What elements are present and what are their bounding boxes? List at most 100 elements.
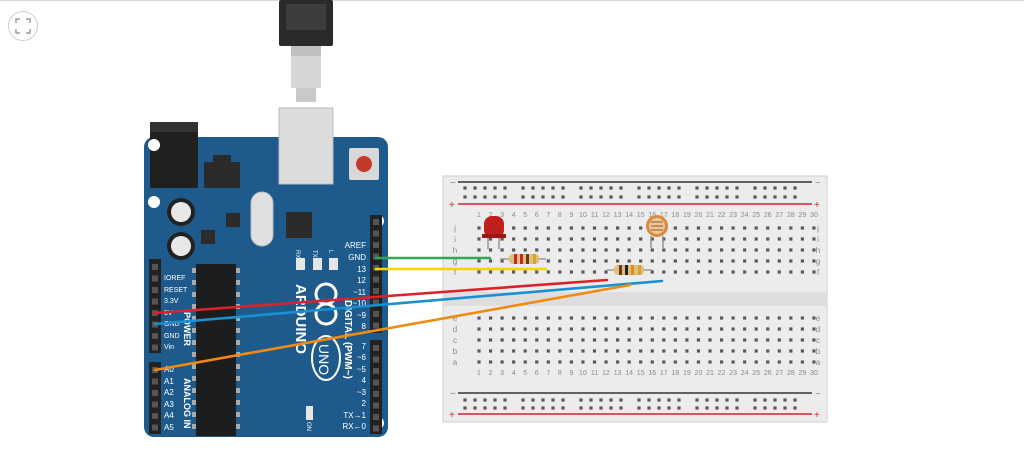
fullscreen-button[interactable]: [8, 11, 38, 41]
breadboard-hole[interactable]: [535, 338, 539, 342]
rail-hole[interactable]: [609, 186, 613, 190]
breadboard-hole[interactable]: [719, 338, 724, 342]
breadboard-hole[interactable]: [546, 259, 550, 263]
header-pin[interactable]: [373, 230, 379, 237]
rail-hole[interactable]: [647, 406, 651, 410]
rail-hole[interactable]: [647, 195, 651, 199]
breadboard-hole[interactable]: [639, 338, 643, 342]
breadboard-hole[interactable]: [592, 349, 597, 353]
breadboard-hole[interactable]: [604, 360, 608, 364]
rail-hole[interactable]: [561, 195, 565, 199]
rail-hole[interactable]: [463, 186, 467, 190]
rail-hole[interactable]: [531, 398, 535, 402]
breadboard-hole[interactable]: [812, 270, 816, 274]
photoresistor[interactable]: [646, 215, 668, 248]
breadboard-hole[interactable]: [535, 360, 539, 364]
rail-hole[interactable]: [473, 398, 477, 402]
breadboard-hole[interactable]: [743, 248, 747, 252]
rail-hole[interactable]: [521, 406, 525, 410]
rail-hole[interactable]: [657, 406, 661, 410]
breadboard-hole[interactable]: [766, 248, 770, 252]
rail-hole[interactable]: [637, 406, 641, 410]
rail-hole[interactable]: [783, 186, 787, 190]
rail-hole[interactable]: [541, 406, 545, 410]
breadboard-hole[interactable]: [800, 327, 804, 331]
header-pin[interactable]: [152, 264, 158, 270]
header-pin[interactable]: [373, 425, 379, 432]
breadboard-hole[interactable]: [500, 360, 504, 364]
breadboard-hole[interactable]: [535, 270, 539, 274]
rail-hole[interactable]: [793, 195, 797, 199]
rail-hole[interactable]: [463, 398, 467, 402]
breadboard-hole[interactable]: [812, 226, 816, 230]
rail-hole[interactable]: [735, 406, 739, 410]
breadboard-hole[interactable]: [685, 248, 689, 252]
breadboard-hole[interactable]: [592, 226, 597, 230]
header-pin[interactable]: [373, 345, 379, 351]
breadboard-hole[interactable]: [604, 327, 608, 331]
header-pin[interactable]: [152, 378, 158, 385]
breadboard-hole[interactable]: [766, 316, 770, 320]
rail-hole[interactable]: [637, 195, 641, 199]
breadboard-hole[interactable]: [500, 259, 504, 263]
breadboard-hole[interactable]: [523, 360, 527, 364]
breadboard-hole[interactable]: [800, 349, 804, 353]
breadboard-hole[interactable]: [685, 338, 689, 342]
header-pin[interactable]: [373, 219, 379, 225]
breadboard-hole[interactable]: [488, 248, 493, 252]
rail-hole[interactable]: [579, 406, 583, 410]
rail-hole[interactable]: [541, 398, 545, 402]
rail-hole[interactable]: [793, 406, 797, 410]
rail-hole[interactable]: [793, 398, 797, 402]
rail-hole[interactable]: [705, 186, 709, 190]
breadboard-hole[interactable]: [627, 338, 631, 342]
rail-hole[interactable]: [579, 186, 583, 190]
resistor[interactable]: [607, 265, 652, 275]
rail-hole[interactable]: [705, 195, 709, 199]
rail-hole[interactable]: [503, 398, 507, 402]
header-pin[interactable]: [152, 424, 158, 431]
breadboard-hole[interactable]: [512, 226, 516, 230]
header-pin[interactable]: [373, 414, 379, 420]
breadboard-hole[interactable]: [500, 270, 504, 274]
breadboard-hole[interactable]: [616, 259, 620, 263]
breadboard-hole[interactable]: [604, 259, 608, 263]
rail-hole[interactable]: [773, 195, 777, 199]
rail-hole[interactable]: [551, 195, 555, 199]
breadboard-hole[interactable]: [569, 237, 573, 241]
breadboard-hole[interactable]: [673, 316, 677, 320]
breadboard-hole[interactable]: [812, 237, 816, 241]
breadboard-hole[interactable]: [558, 270, 562, 274]
breadboard-hole[interactable]: [696, 248, 701, 252]
breadboard-hole[interactable]: [592, 237, 597, 241]
breadboard-hole[interactable]: [685, 226, 689, 230]
breadboard-hole[interactable]: [627, 237, 631, 241]
rail-hole[interactable]: [599, 186, 603, 190]
breadboard-hole[interactable]: [592, 259, 597, 263]
rail-hole[interactable]: [579, 195, 583, 199]
rail-hole[interactable]: [637, 186, 641, 190]
usb-cable[interactable]: [279, 0, 333, 102]
breadboard-hole[interactable]: [777, 248, 781, 252]
rail-hole[interactable]: [609, 195, 613, 199]
rail-hole[interactable]: [705, 398, 709, 402]
breadboard-hole[interactable]: [731, 338, 735, 342]
breadboard-hole[interactable]: [569, 360, 573, 364]
breadboard-hole[interactable]: [535, 316, 539, 320]
breadboard-hole[interactable]: [500, 316, 504, 320]
rail-hole[interactable]: [619, 195, 623, 199]
breadboard-hole[interactable]: [581, 248, 585, 252]
breadboard-hole[interactable]: [766, 338, 770, 342]
breadboard-hole[interactable]: [754, 248, 758, 252]
breadboard-hole[interactable]: [719, 237, 724, 241]
rail-hole[interactable]: [483, 195, 487, 199]
breadboard-hole[interactable]: [558, 248, 562, 252]
rail-hole[interactable]: [483, 398, 487, 402]
breadboard-hole[interactable]: [685, 349, 689, 353]
breadboard-hole[interactable]: [627, 248, 631, 252]
breadboard-hole[interactable]: [604, 338, 608, 342]
breadboard-hole[interactable]: [696, 259, 701, 263]
breadboard-hole[interactable]: [558, 316, 562, 320]
breadboard-hole[interactable]: [662, 248, 666, 252]
breadboard-hole[interactable]: [777, 270, 781, 274]
